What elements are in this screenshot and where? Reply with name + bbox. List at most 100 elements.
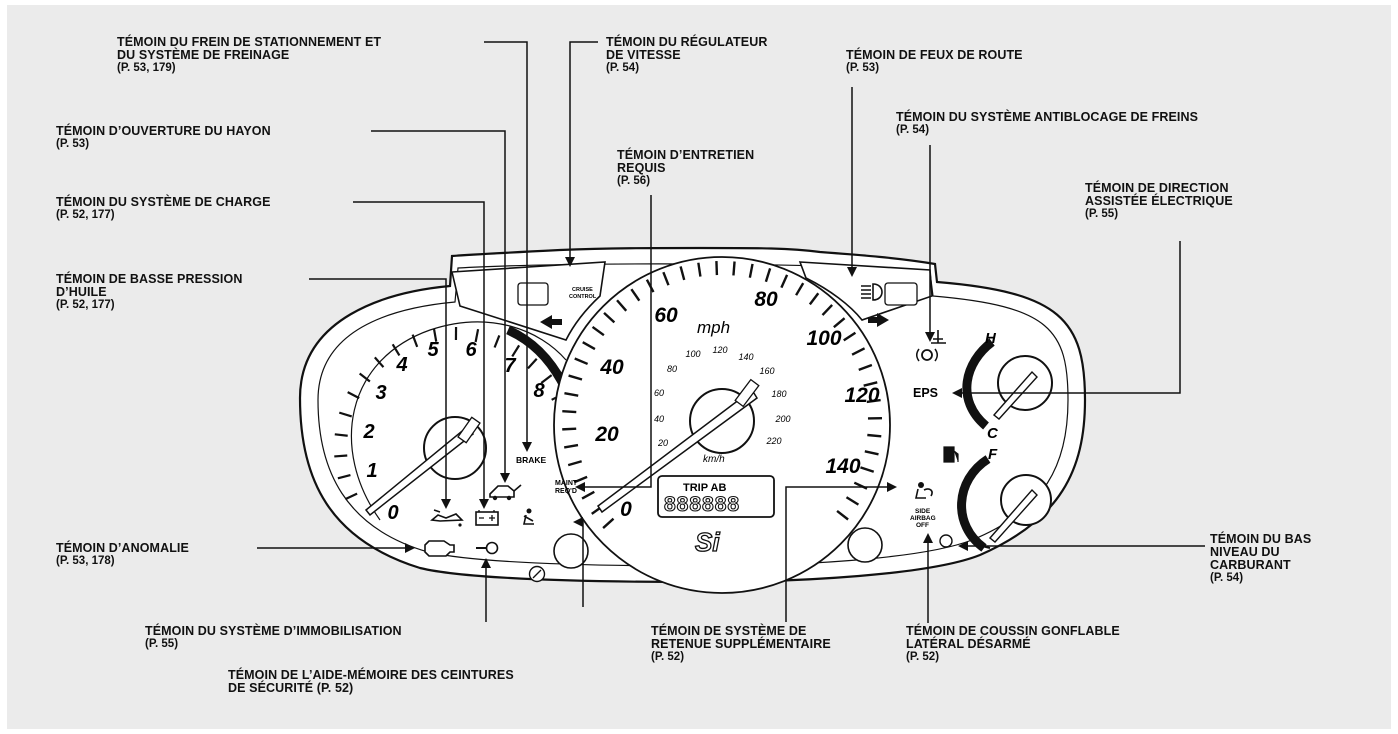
temp-hot-label: H <box>985 330 997 347</box>
speedo-tick <box>591 325 605 337</box>
mph-number: 140 <box>825 455 860 478</box>
speedo-tick <box>602 517 615 529</box>
tach-tick <box>511 344 521 357</box>
tach-tick <box>391 343 401 356</box>
speedo-tick <box>732 261 736 276</box>
speedo-tick <box>603 312 616 324</box>
tach-tick <box>358 372 371 383</box>
tach-tick <box>334 454 348 458</box>
tach-tick <box>338 411 353 418</box>
arrow-srs <box>887 482 897 492</box>
check-engine-icon <box>424 540 455 557</box>
speedo-tick <box>564 392 579 397</box>
oil-pressure-icon <box>430 509 464 527</box>
tach-tick <box>540 374 553 384</box>
leader-lines <box>257 41 1205 623</box>
leader-charging <box>353 201 485 507</box>
brake-indicator: BRAKE <box>516 455 547 465</box>
speedo-tick <box>808 292 820 306</box>
battery-icon <box>475 510 499 526</box>
leader-cruise <box>569 41 598 265</box>
speedo-tick <box>833 317 846 329</box>
tach-tick <box>527 358 538 370</box>
speedo-tick <box>764 268 772 283</box>
arrow-tailgate <box>500 473 510 483</box>
speedo-tick <box>563 443 579 449</box>
leader-srs <box>785 486 895 622</box>
abs-icon <box>916 348 938 362</box>
speedo-tick <box>645 279 655 293</box>
kmh-unit: km/h <box>703 454 725 465</box>
odometer-value: 888888 <box>664 493 740 516</box>
tach-tick <box>334 433 348 437</box>
tach-tick <box>347 391 360 400</box>
label-srs: TÉMOIN DE SYSTÈME DE RETENUE SUPPLÉMENTA… <box>651 624 831 664</box>
cruise-pod-window <box>517 282 549 306</box>
speedo-tick <box>697 262 702 277</box>
speedo-tick <box>821 304 834 316</box>
label-maintenance: TÉMOIN D’ENTRETIEN REQUIS (P. 56) <box>617 148 755 188</box>
tach-tick <box>411 334 419 348</box>
airbag-passenger-icon <box>915 482 933 499</box>
kmh-number: 200 <box>774 414 790 424</box>
label-seatbelt: TÉMOIN DE L’AIDE-MÉMOIRE DES CEINTURES D… <box>228 668 514 695</box>
kmh-number: 120 <box>712 345 727 355</box>
temperature-gauge: H C <box>931 330 1053 442</box>
label-abs: TÉMOIN DU SYSTÈME ANTIBLOCAGE DE FREINS … <box>896 110 1199 137</box>
label-high-beam: TÉMOIN DE FEUX DE ROUTE (P. 53) <box>846 48 1023 75</box>
speedo-tick <box>582 341 596 351</box>
arrow-parking-brake <box>522 442 532 452</box>
speedo-tick <box>573 475 588 484</box>
maint-indicator-line1: MAINT <box>555 480 578 487</box>
leader-eps <box>954 241 1181 394</box>
mph-unit: mph <box>697 318 730 337</box>
highbeam-pod-window <box>884 282 918 306</box>
cruise-indicator-line2: CONTROL <box>569 294 597 300</box>
tach-number: 8 <box>533 380 545 402</box>
high-beam-icon <box>861 283 883 301</box>
speedo-tick <box>748 263 754 278</box>
side-airbag-lamp <box>939 534 953 548</box>
tach-number: 0 <box>387 502 398 524</box>
arrow-abs <box>925 332 935 342</box>
si-logo: Si <box>695 527 720 557</box>
speedo-tick <box>679 266 686 281</box>
speedo-tick <box>562 427 577 431</box>
kmh-number: 160 <box>759 366 774 376</box>
mph-number: 120 <box>844 384 879 407</box>
eps-indicator: EPS <box>913 386 938 400</box>
speedo-tick <box>567 460 582 467</box>
label-eps: TÉMOIN DE DIRECTION ASSISTÉE ÉLECTRIQUE … <box>1085 181 1233 221</box>
tach-tick <box>474 329 480 343</box>
speedo-tick <box>795 282 805 296</box>
arrow-immobilizer <box>481 558 491 568</box>
speedo-tick <box>851 347 866 356</box>
speedo-tick <box>581 490 595 500</box>
speedo-tick <box>863 381 878 387</box>
mph-number: 40 <box>599 356 624 379</box>
speedo-tick <box>574 357 589 366</box>
temp-icon <box>931 330 946 344</box>
temp-cold-label: C <box>987 425 999 442</box>
label-charging: TÉMOIN DU SYSTÈME DE CHARGE (P. 52, 177) <box>56 195 271 222</box>
maint-indicator-line2: REQ'D <box>555 488 577 495</box>
kmh-number: 180 <box>771 389 786 399</box>
leader-oil <box>309 278 447 507</box>
tach-number: 1 <box>366 460 377 482</box>
tach-tick <box>373 356 385 368</box>
speedo-tick <box>867 433 882 438</box>
mph-number: 100 <box>806 327 841 350</box>
tach-number: 6 <box>465 339 477 361</box>
leader-arrowheads <box>405 257 968 568</box>
mph-number: 80 <box>754 288 778 311</box>
arrow-high-beam <box>847 267 857 277</box>
cruise-indicator-line1: CRUISE <box>572 287 593 293</box>
side-airbag-line3: OFF <box>916 522 929 529</box>
leader-tailgate <box>371 130 506 481</box>
speedo-needle <box>596 388 759 514</box>
seatbelt-icon <box>523 508 534 525</box>
label-oil-pressure: TÉMOIN DE BASSE PRESSION D’HUILE (P. 52,… <box>56 272 243 312</box>
arrow-eps <box>952 388 962 398</box>
